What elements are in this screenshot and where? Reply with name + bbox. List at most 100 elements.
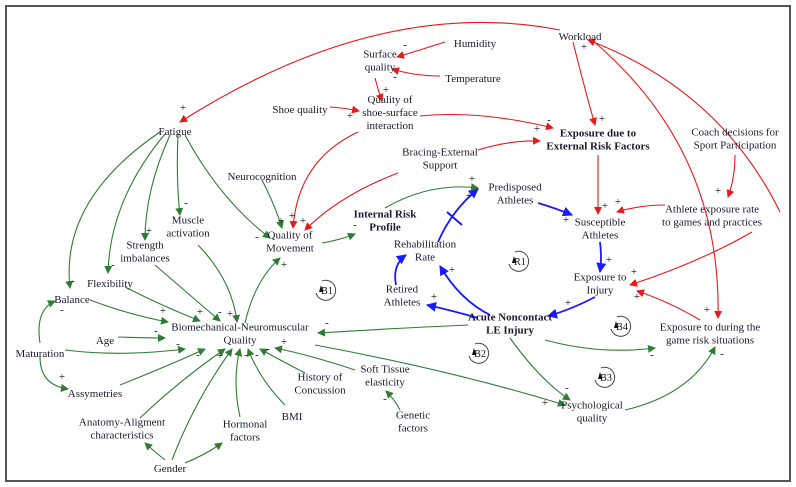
- link-polarity-sign: +: [146, 225, 152, 237]
- variable-label: to games and practices: [662, 217, 762, 229]
- causal-link-athexp-to-expinj: [629, 231, 753, 287]
- link-polarity-sign: -: [196, 349, 200, 361]
- link-polarity-sign: -: [720, 348, 724, 360]
- causal-link-acute-to-bnq: [317, 324, 469, 337]
- causal-link-qss-to-qom: [289, 131, 359, 229]
- variable-label: Temperature: [445, 73, 501, 85]
- variable-label: Acute Noncontact: [468, 312, 552, 324]
- variable-label: Profile: [369, 222, 401, 234]
- variable-label: Quality: [224, 335, 257, 347]
- causal-link-flex-to-bnq: [124, 286, 201, 323]
- variable-label: Flexibility: [87, 278, 133, 290]
- variable-label: Athlete exposure rate: [665, 204, 759, 216]
- variable-label: Rate: [415, 252, 435, 264]
- link-polarity-sign: -: [244, 349, 248, 361]
- causal-link-rehab-to-predisposed: [437, 188, 479, 243]
- variable-label: Age: [96, 335, 114, 347]
- causal-link-susceptible-to-expinj: [596, 241, 607, 273]
- loop-marker-b1: B1: [315, 279, 337, 301]
- variable-label: Rehabilitation: [394, 239, 457, 251]
- link-polarity-sign: +: [534, 123, 540, 135]
- causal-link-asym-to-bnq: [119, 348, 206, 386]
- loop-label: B1: [321, 286, 333, 297]
- variable-label: Workload: [558, 31, 602, 43]
- link-polarity-sign: +: [563, 214, 569, 226]
- link-polarity-sign: +: [631, 266, 637, 278]
- causal-link-age-to-bnq: [117, 333, 166, 342]
- link-polarity-sign: -: [154, 325, 158, 337]
- variable-label: LE Injury: [486, 325, 534, 337]
- link-polarity-sign: +: [542, 397, 548, 409]
- variable-label: Quality of: [368, 94, 413, 106]
- variable-label: Susceptible: [575, 217, 626, 229]
- variable-label: Surface: [363, 49, 397, 61]
- link-polarity-sign: +: [565, 297, 571, 309]
- link-polarity-sign: +: [217, 350, 223, 362]
- link-polarity-sign: -: [353, 219, 357, 231]
- causal-link-maturation-to-asym: [39, 356, 69, 392]
- loop-marker-b2: B2: [468, 342, 490, 364]
- causal-link-expgame-to-expinj: [636, 289, 701, 321]
- variable-label: BMI: [282, 411, 303, 423]
- link-polarity-sign: +: [602, 200, 608, 212]
- causal-link-workload-to-expgame: [591, 39, 723, 319]
- variable-label: Assymetries: [68, 388, 122, 400]
- variable-label: quality: [365, 62, 396, 74]
- link-polarity-sign: +: [383, 84, 389, 96]
- variable-temperature: Temperature: [445, 73, 501, 85]
- link-polarity-sign: -: [184, 197, 188, 209]
- variable-balance: Balance: [54, 294, 90, 306]
- link-polarity-sign: +: [160, 305, 166, 317]
- loop-marker-b3: B3: [594, 366, 616, 388]
- causal-link-humidity-to-surface: [396, 41, 446, 59]
- causal-link-acute-to-retired: [426, 302, 479, 319]
- causal-link-balance-to-bnq: [89, 299, 169, 325]
- link-polarity-sign: +: [606, 254, 612, 266]
- causal-link-acute-to-psych: [509, 337, 571, 401]
- variable-label: elasticity: [365, 377, 405, 389]
- link-polarity-sign: -: [393, 71, 397, 83]
- link-polarity-sign: +: [227, 308, 233, 320]
- variable-workload: Workload: [558, 31, 602, 43]
- link-polarity-sign: -: [60, 304, 64, 316]
- variable-label: Bracing-External: [402, 147, 478, 159]
- variable-label: Soft Tissue: [360, 364, 409, 376]
- variable-flex: Flexibility: [87, 278, 133, 290]
- link-polarity-sign: -: [266, 343, 270, 355]
- variable-label: Athletes: [384, 297, 421, 309]
- variable-label: Genetic: [396, 410, 430, 422]
- causal-link-soft-to-bnq: [274, 345, 356, 371]
- delay-mark-icon: [446, 211, 463, 226]
- link-polarity-sign: -: [565, 382, 569, 394]
- loop-label: R1: [514, 257, 526, 268]
- link-polarity-sign: +: [59, 371, 65, 383]
- link-polarity-sign: +: [599, 113, 605, 125]
- causal-link-bracing-to-qom: [304, 172, 399, 231]
- variable-shoe: Shoe quality: [272, 104, 328, 116]
- link-polarity-sign: +: [300, 215, 306, 227]
- causal-link-shoe-to-qss: [329, 105, 360, 114]
- variable-label: External Risk Factors: [546, 141, 650, 153]
- causal-link-psych-to-expgame: [624, 346, 716, 411]
- variable-bmi: BMI: [282, 411, 303, 423]
- causal-link-acute-to-rehab: [439, 265, 491, 316]
- loop-label: B3: [600, 373, 612, 384]
- link-polarity-sign: +: [466, 190, 472, 202]
- variable-label: Athletes: [582, 230, 619, 242]
- variable-label: Psychological: [561, 400, 623, 412]
- causal-link-athexp-to-susceptible: [616, 204, 666, 214]
- link-polarity-sign: +: [715, 185, 721, 197]
- variable-label: activation: [166, 228, 210, 240]
- link-polarity-sign: +: [634, 291, 640, 303]
- link-polarity-sign: +: [180, 102, 186, 114]
- variable-label: Hormonal: [223, 419, 268, 431]
- causal-link-history-to-bnq: [259, 348, 306, 374]
